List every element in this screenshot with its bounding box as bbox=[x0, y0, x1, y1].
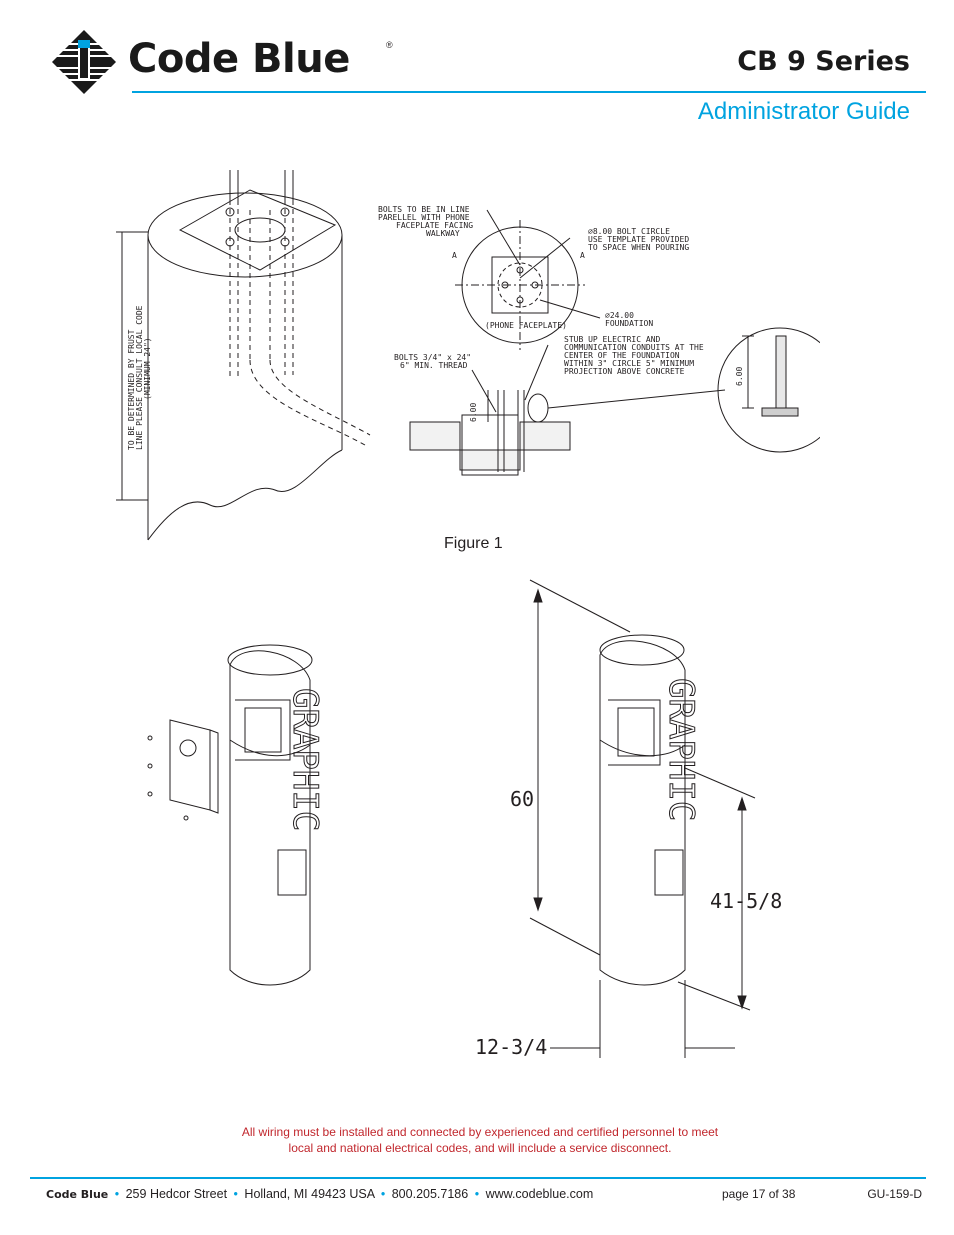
header-divider bbox=[132, 91, 926, 93]
footer-brand: Code Blue bbox=[46, 1188, 109, 1201]
dim-detail-600: 6.00 bbox=[735, 367, 744, 386]
footer-divider bbox=[30, 1177, 926, 1179]
figure-caption: Figure 1 bbox=[444, 535, 503, 552]
depth-note-3: (MINIMUM 24") bbox=[143, 337, 152, 400]
safety-notice-line-1: All wiring must be installed and connect… bbox=[241, 1125, 719, 1139]
footer-separator: • bbox=[474, 1187, 480, 1201]
page-number: page 17 of 38 bbox=[722, 1187, 796, 1201]
footer-city: Holland, MI 49423 USA bbox=[244, 1187, 375, 1201]
pedestal-dimension-drawing: GRAPHIC GRAPHIC 60 41-5/8 12-3/4 bbox=[147, 579, 782, 1059]
footer-separator: • bbox=[114, 1187, 120, 1201]
dim-width-12-3-4: 12-3/4 bbox=[475, 1035, 547, 1059]
page-subtitle: Administrator Guide bbox=[697, 98, 910, 125]
dim-height-60: 60 bbox=[510, 787, 534, 811]
footer-contact: Code Blue • 259 Hedcor Street • Holland,… bbox=[46, 1187, 593, 1201]
footer-phone: 800.205.7186 bbox=[391, 1187, 469, 1201]
safety-notice-line-2: local and national electrical codes, and… bbox=[288, 1141, 672, 1155]
callout-bolts-in-line-2: PARELLEL WITH PHONE bbox=[378, 213, 470, 222]
document-code: GU-159-D bbox=[867, 1187, 922, 1201]
code-blue-logo-icon bbox=[52, 30, 116, 94]
section-mark-right: A bbox=[580, 251, 585, 260]
depth-note-2: LINE PLEASE CONSULT LOCAL CODE bbox=[135, 305, 144, 450]
foundation-installation-drawing: BOLTS TO BE IN LINE PARELLEL WITH PHONE … bbox=[116, 170, 820, 541]
callout-stub-up-5: PROJECTION ABOVE CONCRETE bbox=[564, 367, 685, 376]
dim-lower-41-5-8: 41-5/8 bbox=[710, 889, 782, 913]
callout-bolts-in-line-3: FACEPLATE FACING bbox=[396, 221, 473, 230]
registered-mark: ® bbox=[386, 40, 393, 50]
callout-bolt-circle-2: USE TEMPLATE PROVIDED bbox=[588, 235, 689, 244]
depth-note-1: TO BE DETERMINED BY FRUST bbox=[127, 329, 136, 450]
callout-bolts-in-line-1: BOLTS TO BE IN LINE bbox=[378, 205, 470, 214]
page-title: CB 9 Series bbox=[737, 46, 910, 77]
pedestal-graphic-label-right: GRAPHIC bbox=[661, 678, 701, 821]
callout-bolt-circle-1: ⌀8.00 BOLT CIRCLE bbox=[588, 227, 670, 236]
callout-bolt-circle-3: TO SPACE WHEN POURING bbox=[588, 243, 689, 252]
callout-bolts-size-1: BOLTS 3/4" x 24" bbox=[394, 353, 471, 362]
callout-stub-up-3: CENTER OF THE FOUNDATION bbox=[564, 351, 680, 360]
callout-foundation-2: FOUNDATION bbox=[605, 319, 653, 328]
callout-foundation-1: ⌀24.00 bbox=[605, 311, 634, 320]
safety-notice: All wiring must be installed and connect… bbox=[180, 1124, 780, 1156]
footer-website[interactable]: www.codeblue.com bbox=[485, 1187, 594, 1201]
dim-section-600: 6.00 bbox=[469, 403, 478, 422]
callout-stub-up-1: STUB UP ELECTRIC AND bbox=[564, 335, 661, 344]
brand-name: Code Blue bbox=[128, 36, 350, 82]
pedestal-graphic-label-left: GRAPHIC bbox=[285, 688, 325, 831]
section-mark-left: A bbox=[452, 251, 457, 260]
footer-separator: • bbox=[233, 1187, 238, 1201]
callout-stub-up-2: COMMUNICATION CONDUITS AT THE bbox=[564, 343, 704, 352]
callout-phone-faceplate: (PHONE FACEPLATE) bbox=[485, 321, 567, 330]
callout-stub-up-4: WITHIN 3" CIRCLE 5" MINIMUM bbox=[564, 359, 694, 368]
callout-bolts-in-line-4: WALKWAY bbox=[426, 229, 460, 238]
footer-address: 259 Hedcor Street bbox=[125, 1187, 228, 1201]
footer-separator: • bbox=[380, 1187, 386, 1201]
callout-bolts-size-2: 6" MIN. THREAD bbox=[400, 361, 468, 370]
